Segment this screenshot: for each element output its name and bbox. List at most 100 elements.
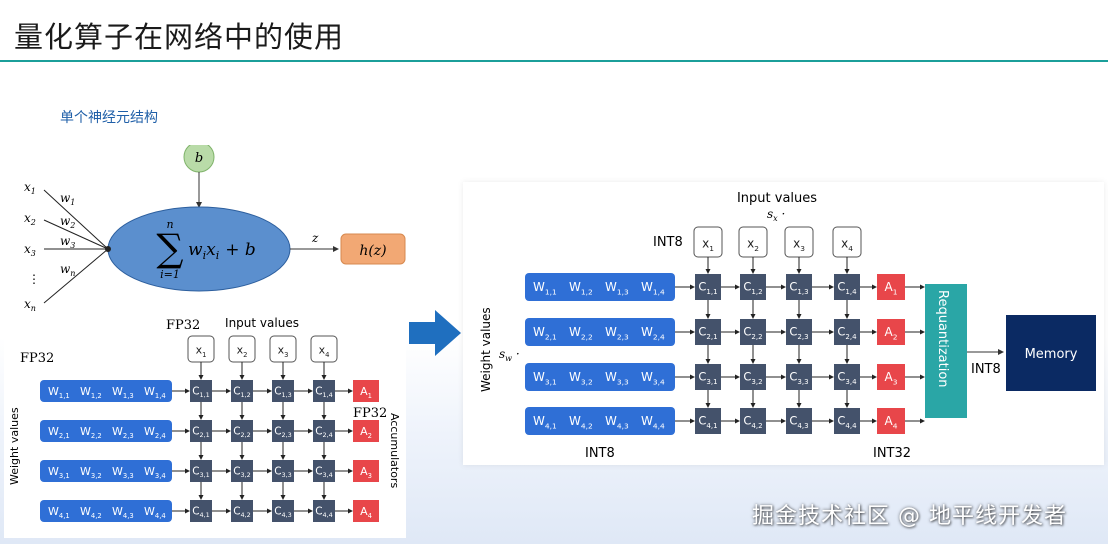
fp32-label-left: FP32 — [20, 351, 54, 366]
requantization-block — [925, 284, 967, 418]
weight-w2-1: W2,1 — [48, 425, 70, 440]
weight-w4-2: W4,2 — [80, 505, 102, 520]
acc-cell-3-2 — [740, 364, 766, 390]
acc-output-a4 — [877, 408, 905, 434]
input-label-x2: x2 — [747, 236, 759, 252]
left-figure: b ∑ n i=1 wixi+ b z h(z) x1 x2 x3 ⋮ xn w… — [8, 145, 406, 522]
acc-output-label-a3: A3 — [885, 370, 898, 386]
acc-output-a1 — [877, 274, 905, 300]
acc-cell-3-3 — [272, 460, 294, 482]
acc-cell-1-3 — [272, 380, 294, 402]
weight-w4-2: W4,2 — [569, 414, 593, 430]
acc-cell-4-1 — [190, 500, 212, 522]
input-label-x4: x4 — [319, 344, 330, 359]
acc-label-1-1: C1,1 — [192, 385, 210, 399]
activation-box — [340, 233, 406, 265]
acc-cell-1-2 — [740, 274, 766, 300]
weight-w3-3: W3,3 — [605, 370, 629, 386]
acc-cell-2-4 — [834, 319, 860, 345]
weight-w3-3: W3,3 — [112, 465, 134, 480]
weight-row-3 — [525, 363, 675, 391]
fp32-label-top: FP32 — [166, 318, 200, 333]
bias-label: b — [195, 151, 203, 166]
acc-label-4-4: C4,4 — [837, 414, 857, 430]
acc-cell-4-4 — [313, 500, 335, 522]
right-figure-panel: Input values sx · INT8 Weight values sw … — [463, 182, 1104, 465]
weight-w3-2: W3,2 — [569, 370, 593, 386]
acc-label-3-2: C3,2 — [233, 465, 251, 479]
acc-cell-3-3 — [786, 364, 812, 390]
weight-w4-4: W4,4 — [641, 414, 665, 430]
input-dots: ⋮ — [28, 272, 40, 286]
input-x1: x1 — [24, 180, 36, 196]
weight-row-1 — [525, 273, 675, 301]
input-label-x3: x3 — [278, 344, 289, 359]
weight-w2: w2 — [60, 214, 75, 230]
acc-cell-2-1 — [190, 420, 212, 442]
acc-label-1-2: C1,2 — [743, 280, 762, 296]
acc-label-2-2: C2,2 — [233, 425, 251, 439]
acc-cell-1-1 — [695, 274, 721, 300]
acc-label-2-4: C2,4 — [837, 325, 857, 341]
acc-label-3-3: C3,3 — [274, 465, 292, 479]
right-figure: Input values sx · INT8 Weight values sw … — [479, 191, 1096, 461]
weight-w3-1: W3,1 — [533, 370, 557, 386]
sum-body: wixi+ b — [188, 240, 256, 262]
weight-row-2 — [525, 318, 675, 346]
acc-cell-1-1 — [190, 380, 212, 402]
weight-w2-3: W2,3 — [112, 425, 134, 440]
weight-w1-3: W1,3 — [112, 385, 134, 400]
acc-label-4-4: C4,4 — [315, 505, 333, 519]
acc-label-2-3: C2,3 — [789, 325, 808, 341]
acc-output-a3 — [877, 364, 905, 390]
weight-w1: w1 — [60, 191, 75, 207]
acc-label-1-4: C1,4 — [837, 280, 857, 296]
title-divider — [0, 60, 1108, 62]
sum-top: n — [166, 218, 173, 231]
weight-w1-1: W1,1 — [533, 280, 557, 296]
input-label-x4: x4 — [841, 236, 853, 252]
weight-w3-4: W3,4 — [144, 465, 166, 480]
weight-w2-1: W2,1 — [533, 325, 557, 341]
input-x2: x2 — [24, 211, 36, 227]
weight-w3: w3 — [60, 234, 75, 250]
acc-cell-1-3 — [786, 274, 812, 300]
acc-label-2-2: C2,2 — [743, 325, 762, 341]
weight-row-3 — [40, 460, 172, 482]
weight-w1-4: W1,4 — [641, 280, 665, 296]
weight-w3-1: W3,1 — [48, 465, 70, 480]
acc-cell-4-4 — [834, 408, 860, 434]
accumulators-label-left: Accumulators — [388, 413, 401, 488]
weight-w1-3: W1,3 — [605, 280, 629, 296]
acc-label-4-2: C4,2 — [233, 505, 251, 519]
acc-label-2-1: C2,1 — [192, 425, 210, 439]
acc-cell-3-2 — [231, 460, 253, 482]
input-label-x1: x1 — [196, 344, 207, 359]
weight-w2-4: W2,4 — [144, 425, 166, 440]
weight-values-label-right: Weight values — [479, 307, 493, 392]
weight-w2-2: W2,2 — [569, 325, 593, 341]
weight-w4-1: W4,1 — [533, 414, 557, 430]
input-label-x1: x1 — [702, 236, 714, 252]
acc-output-label-a2: A2 — [885, 325, 898, 341]
acc-cell-4-2 — [740, 408, 766, 434]
sum-symbol: ∑ — [156, 226, 183, 270]
acc-label-3-3: C3,3 — [789, 370, 808, 386]
weight-w2-3: W2,3 — [605, 325, 629, 341]
acc-label-3-4: C3,4 — [315, 465, 333, 479]
page-title: 量化算子在网络中的使用 — [14, 20, 345, 54]
int32-bottom-label: INT32 — [873, 446, 911, 461]
weight-row-4 — [525, 407, 675, 435]
acc-label-3-1: C3,1 — [192, 465, 210, 479]
acc-output-a4 — [353, 500, 379, 522]
weight-w1-1: W1,1 — [48, 385, 70, 400]
input-label-x2: x2 — [237, 344, 248, 359]
acc-output-label-a1: A1 — [885, 280, 898, 296]
weight-row-2 — [40, 420, 172, 442]
weight-w2-2: W2,2 — [80, 425, 102, 440]
sum-bottom: i=1 — [160, 268, 180, 281]
acc-label-1-3: C1,3 — [274, 385, 292, 399]
acc-output-label-a4: A4 — [360, 505, 372, 520]
acc-cell-1-4 — [834, 274, 860, 300]
